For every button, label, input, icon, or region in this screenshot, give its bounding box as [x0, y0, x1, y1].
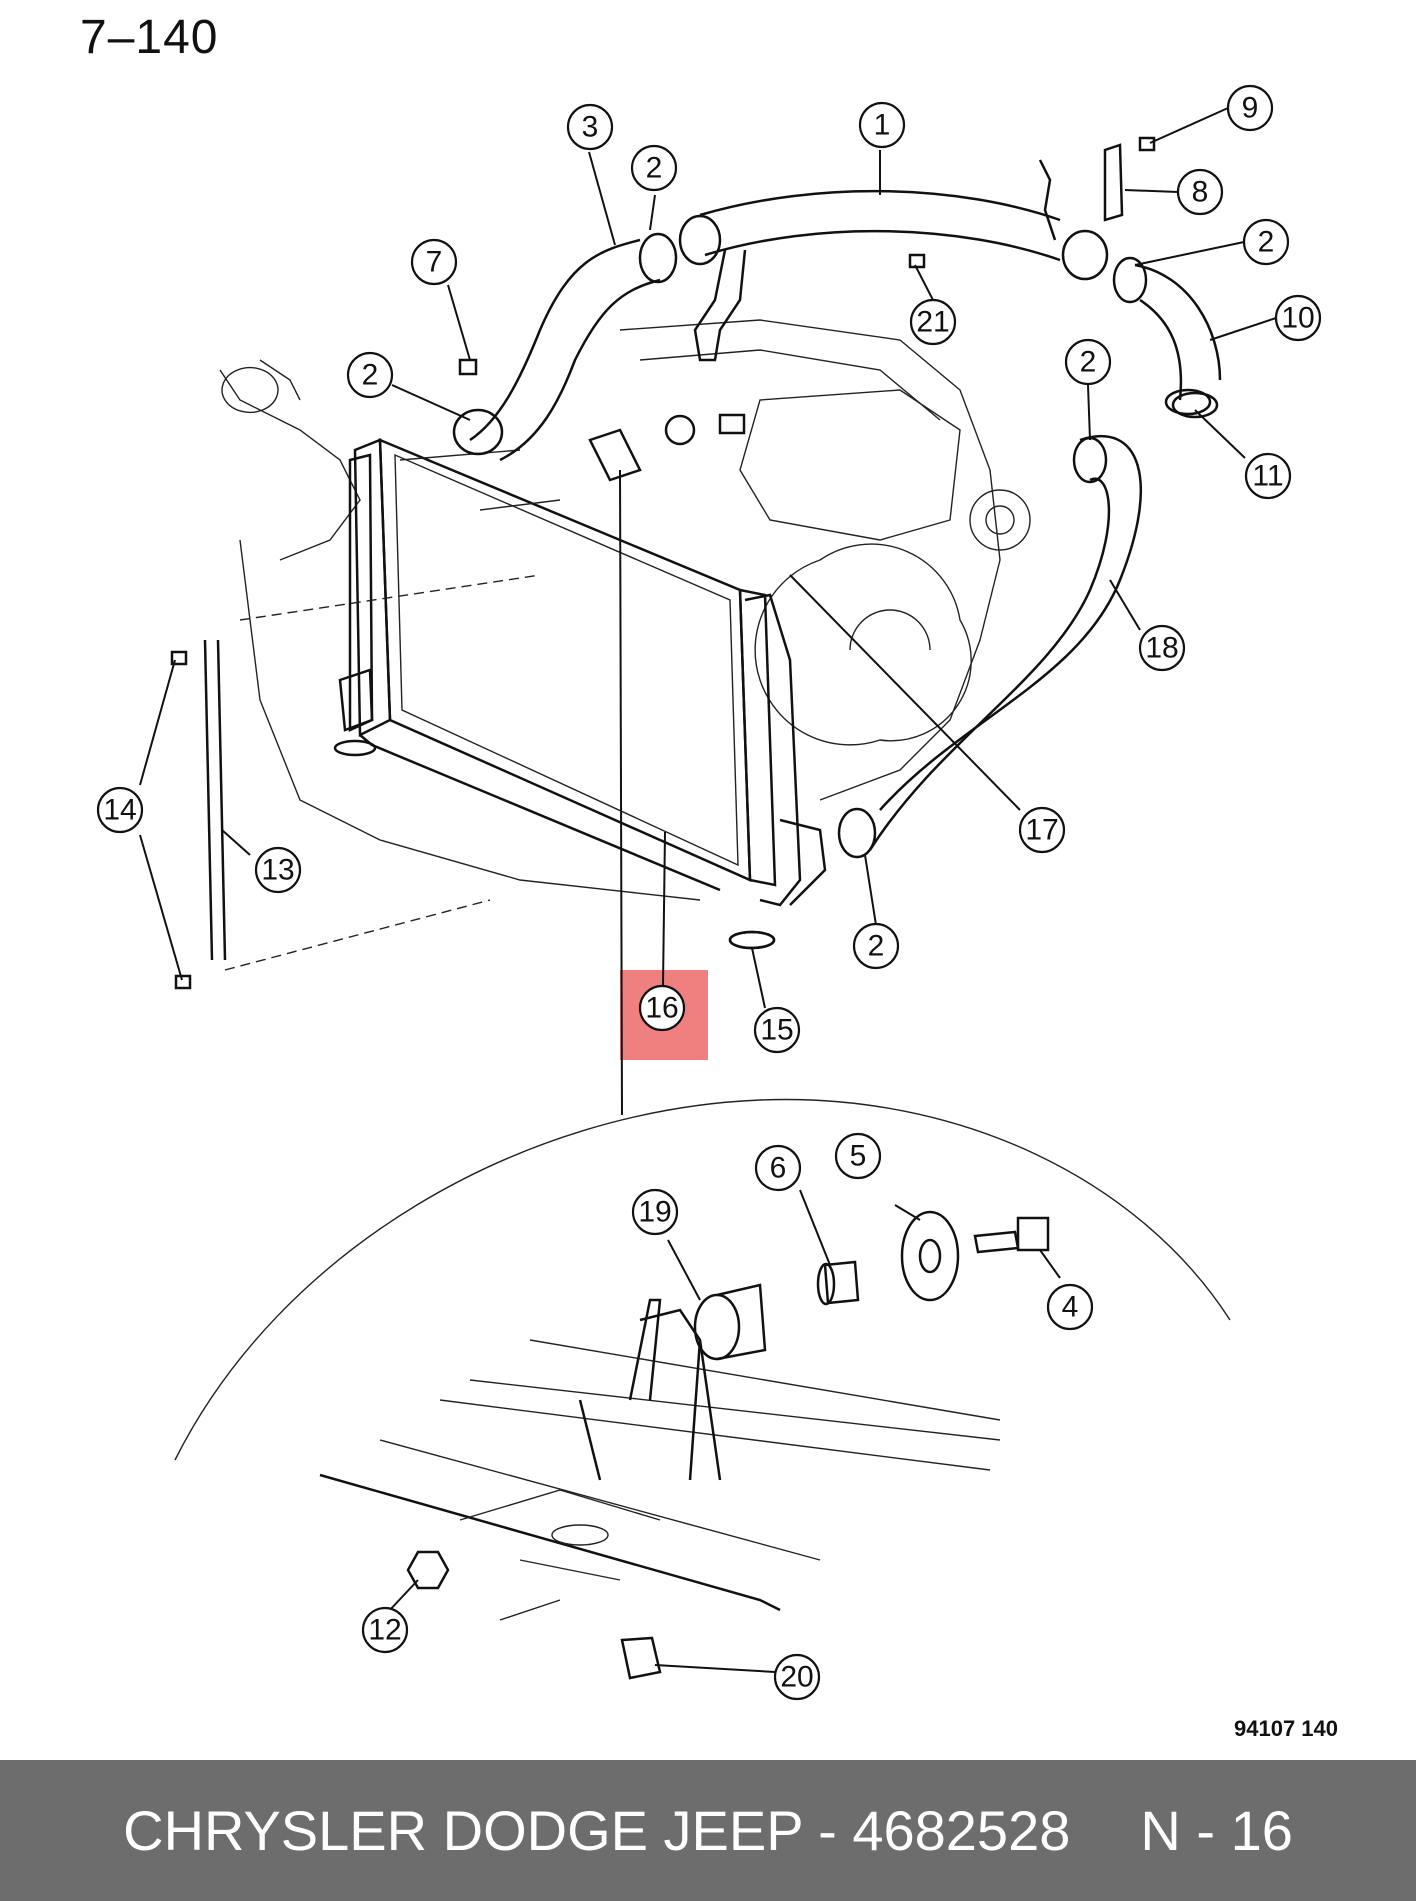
radiator-right-tank	[728, 593, 827, 950]
svg-text:4: 4	[1062, 1291, 1079, 1324]
radiator-left-tank	[333, 453, 377, 757]
detail-arc	[174, 1098, 1231, 1461]
callout-2a: 2	[630, 144, 678, 192]
washer-5	[900, 1210, 960, 1302]
svg-text:5: 5	[850, 1140, 867, 1173]
footer-position: N - 16	[1140, 1799, 1293, 1862]
bolt-7	[458, 358, 478, 376]
svg-text:17: 17	[1025, 814, 1058, 847]
svg-text:2: 2	[1080, 346, 1097, 379]
clamp-11	[1164, 388, 1212, 416]
bolt-4	[973, 1216, 1050, 1254]
callout-19: 19	[631, 1188, 679, 1236]
callout-18: 18	[1138, 624, 1186, 672]
callout-5: 5	[834, 1132, 882, 1180]
callout-20: 20	[773, 1653, 821, 1701]
footer-bar: CHRYSLER DODGE JEEP - 4682528 N - 16	[0, 1760, 1416, 1901]
svg-text:2: 2	[1258, 226, 1275, 259]
nut-12	[406, 1550, 450, 1590]
callout-1: 1	[858, 101, 906, 149]
svg-text:7: 7	[426, 246, 443, 279]
bushing-6	[816, 1260, 860, 1306]
svg-text:11: 11	[1252, 460, 1283, 493]
callout-9: 9	[1226, 84, 1274, 132]
callout-11: 11	[1244, 452, 1292, 500]
callout-6: 6	[754, 1144, 802, 1192]
hose-1	[678, 189, 1109, 281]
callout-16: 16	[638, 984, 686, 1032]
mount-15	[728, 930, 776, 950]
bracket-upper	[693, 249, 747, 362]
svg-text:21: 21	[916, 306, 949, 339]
fan-shroud-mount	[588, 413, 746, 482]
footer-part-number: CHRYSLER DODGE JEEP - 4682528	[123, 1799, 1071, 1862]
hidden-line-lower	[224, 899, 491, 971]
insulator-19	[693, 1283, 767, 1361]
svg-text:2: 2	[868, 930, 885, 963]
svg-text:2: 2	[362, 359, 379, 392]
detail-leader	[619, 469, 623, 1116]
svg-text:1: 1	[874, 109, 891, 142]
callout-21: 21	[909, 298, 957, 346]
hose-10	[1112, 256, 1222, 419]
callout-13: 13	[254, 846, 302, 894]
radiator	[353, 438, 777, 892]
callout-2d: 2	[1064, 338, 1112, 386]
callout-3: 3	[566, 103, 614, 151]
svg-text:14: 14	[103, 794, 136, 827]
callout-12: 12	[361, 1606, 409, 1654]
callout-7: 7	[410, 238, 458, 286]
hose-3	[452, 232, 678, 462]
callout-4: 4	[1046, 1283, 1094, 1331]
leader-lines	[139, 107, 1277, 1673]
clip-20	[620, 1636, 662, 1680]
callout-17: 17	[1018, 806, 1066, 854]
svg-text:15: 15	[760, 1014, 793, 1047]
svg-text:12: 12	[368, 1614, 401, 1647]
figure-code: 94107 140	[1234, 1716, 1338, 1741]
callout-8: 8	[1176, 168, 1224, 216]
detail-assembly	[319, 1298, 1001, 1621]
svg-text:8: 8	[1192, 176, 1209, 209]
callout-10: 10	[1274, 294, 1322, 342]
callout-15: 15	[753, 1006, 801, 1054]
bracket-8	[1103, 143, 1124, 222]
support-rod-13	[170, 639, 227, 990]
callout-14: 14	[96, 786, 144, 834]
hidden-line-upper	[239, 574, 541, 621]
bolt-9	[1138, 136, 1156, 152]
engine-block	[219, 319, 1031, 901]
page-number: 7–140	[80, 11, 219, 64]
callout-2b: 2	[1242, 218, 1290, 266]
svg-text:16: 16	[645, 992, 678, 1025]
svg-text:3: 3	[582, 111, 599, 144]
svg-text:20: 20	[780, 1661, 813, 1694]
svg-text:13: 13	[261, 854, 294, 887]
svg-text:6: 6	[770, 1152, 787, 1185]
svg-text:10: 10	[1281, 302, 1314, 335]
svg-text:2: 2	[646, 152, 663, 185]
bracket-tab	[1038, 159, 1057, 241]
callout-2e: 2	[852, 922, 900, 970]
svg-text:18: 18	[1145, 632, 1178, 665]
svg-text:9: 9	[1242, 92, 1259, 125]
hose-18	[837, 434, 1142, 859]
callout-2c: 2	[346, 351, 394, 399]
bolt-21	[908, 253, 926, 269]
svg-text:19: 19	[638, 1196, 671, 1229]
